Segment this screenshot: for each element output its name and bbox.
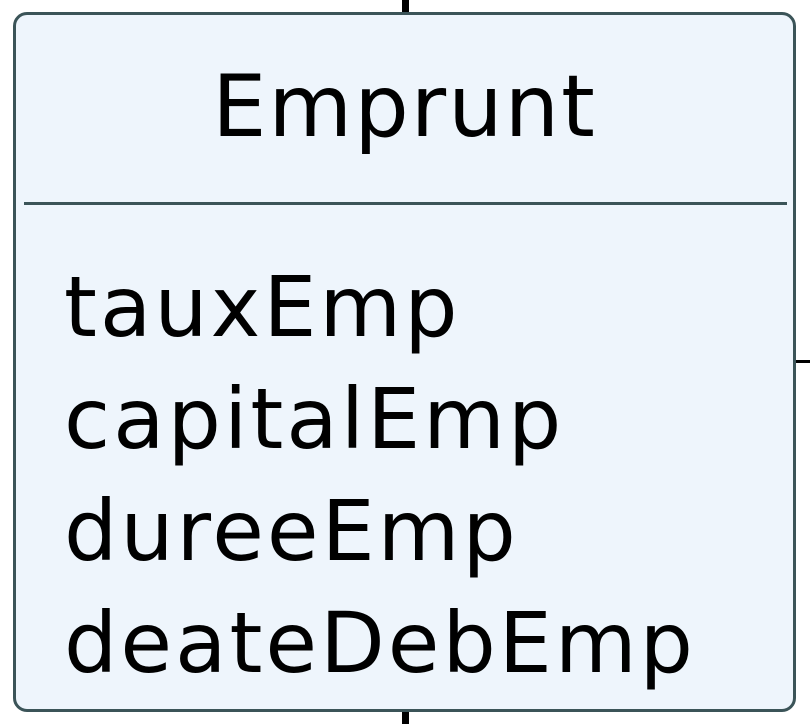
connector-line-right	[796, 360, 810, 363]
attribute-capital-emp: capitalEmp	[64, 370, 565, 468]
entity-emprunt[interactable]: Emprunt tauxEmp capitalEmp dureeEmp deat…	[13, 12, 796, 712]
attribute-duree-emp: dureeEmp	[64, 482, 519, 580]
connector-line-bottom	[402, 710, 409, 724]
attribute-taux-emp: tauxEmp	[64, 258, 461, 356]
entity-title: Emprunt	[212, 57, 597, 157]
connector-line-top	[402, 0, 409, 14]
entity-header: Emprunt	[16, 15, 793, 205]
attribute-date-deb-emp: deateDebEmp	[64, 594, 696, 692]
entity-divider	[24, 202, 787, 205]
attribute-list: tauxEmp capitalEmp dureeEmp deateDebEmp	[64, 251, 696, 699]
